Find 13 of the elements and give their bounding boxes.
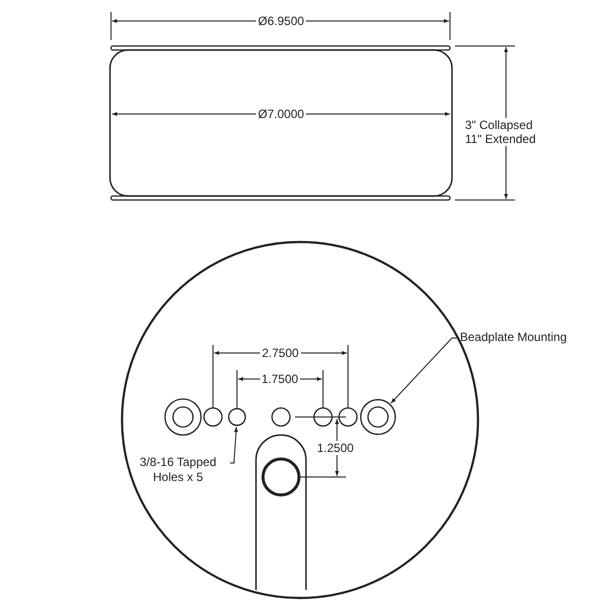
dimension-label: 3" Collapsed: [463, 118, 535, 132]
dimension-label: Ø6.9500: [256, 14, 306, 28]
dimension-label: 2.7500: [260, 346, 301, 360]
leader-line: [230, 426, 238, 464]
mounting-stud-ring: [360, 399, 396, 435]
tapped-hole: [228, 408, 246, 426]
dimension-label: 1.7500: [260, 372, 300, 386]
dimension-label: 11" Extended: [463, 132, 538, 146]
callout-label: Beadplate Mounting: [460, 330, 567, 345]
leader-line: [390, 338, 458, 404]
dimension-label: Ø7.0000: [256, 107, 306, 121]
dimension-label: 1.2500: [315, 441, 356, 455]
callout-label: 3/8-16 Tapped Holes x 5: [128, 455, 228, 485]
